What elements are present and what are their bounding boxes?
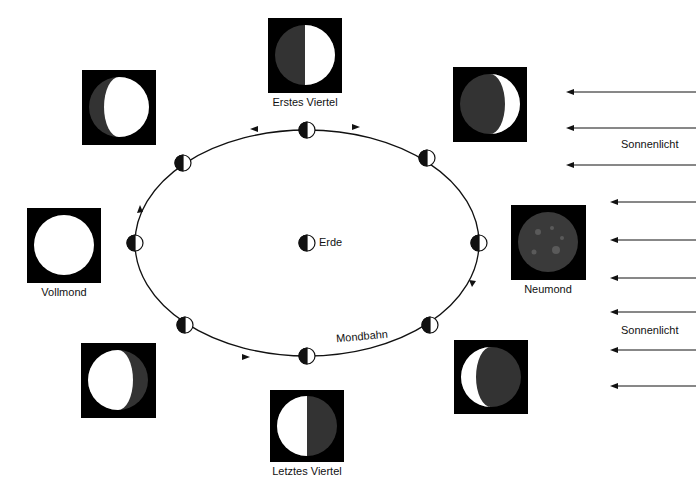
orbit-moons <box>127 122 487 364</box>
phase-caption: Vollmond <box>41 286 86 299</box>
phase-caption: Neumond <box>524 283 572 296</box>
orbit-label: Mondbahn <box>336 328 389 345</box>
sunlight-arrows <box>570 92 696 386</box>
phase-caption: Letztes Viertel <box>272 465 342 478</box>
earth-label: Erde <box>319 236 342 249</box>
phase-pictures <box>27 18 586 462</box>
sunlight-arrowheads <box>566 89 618 389</box>
sunlight-label: Sonnenlicht <box>621 138 679 151</box>
phase-caption: Erstes Viertel <box>272 96 337 109</box>
orbit-direction-marks <box>137 124 476 360</box>
orbit-ellipse <box>135 130 479 356</box>
sunlight-label: Sonnenlicht <box>621 324 679 337</box>
